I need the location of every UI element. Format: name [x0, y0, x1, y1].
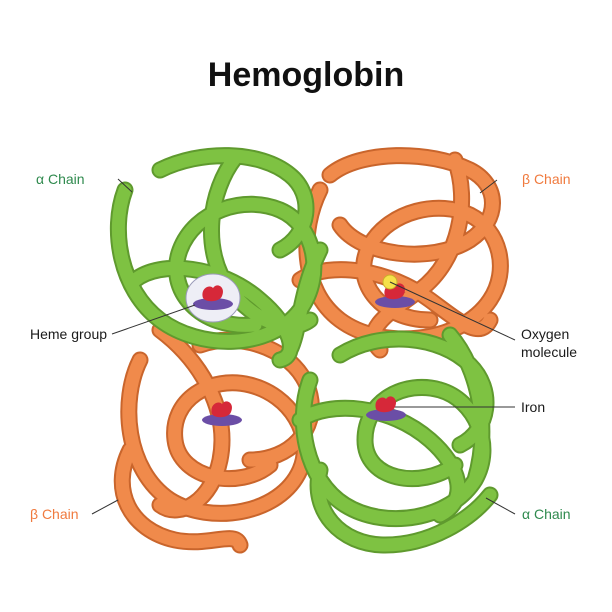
heme-disc [375, 296, 415, 308]
heme-group-bottom-right [366, 396, 406, 421]
beta-chain-top-right [291, 147, 509, 359]
leader-alpha-top [117, 178, 133, 193]
heme-disc [202, 414, 242, 426]
label-oxygen-line1: Oxygen [521, 326, 569, 342]
label-beta-chain-bottom: β Chain [30, 506, 79, 522]
label-beta-chain-top: β Chain [522, 171, 571, 187]
heme-iron-icon [375, 396, 397, 413]
heme-iron-icon [211, 401, 233, 418]
heme-iron-icon [202, 285, 224, 302]
leader-alpha-bottom [485, 497, 516, 515]
label-heme-group: Heme group [30, 326, 107, 342]
label-iron: Iron [521, 399, 545, 415]
label-oxygen-line2: molecule [521, 344, 577, 360]
alpha-chain-top-left [109, 147, 329, 369]
leader-beta-top [479, 179, 498, 194]
alpha-chain-bottom-right [291, 326, 499, 554]
label-alpha-chain-top: α Chain [36, 171, 85, 187]
heme-disc [193, 298, 233, 310]
heme-group-top-left [185, 273, 241, 323]
label-alpha-chain-bottom: α Chain [522, 506, 571, 522]
heme-disc [366, 409, 406, 421]
leader-heme-group [111, 304, 196, 335]
heme-group-bottom-left [202, 401, 242, 426]
leader-oxygen [389, 281, 516, 341]
leader-beta-bottom [91, 499, 119, 515]
page-title: Hemoglobin [208, 56, 404, 94]
